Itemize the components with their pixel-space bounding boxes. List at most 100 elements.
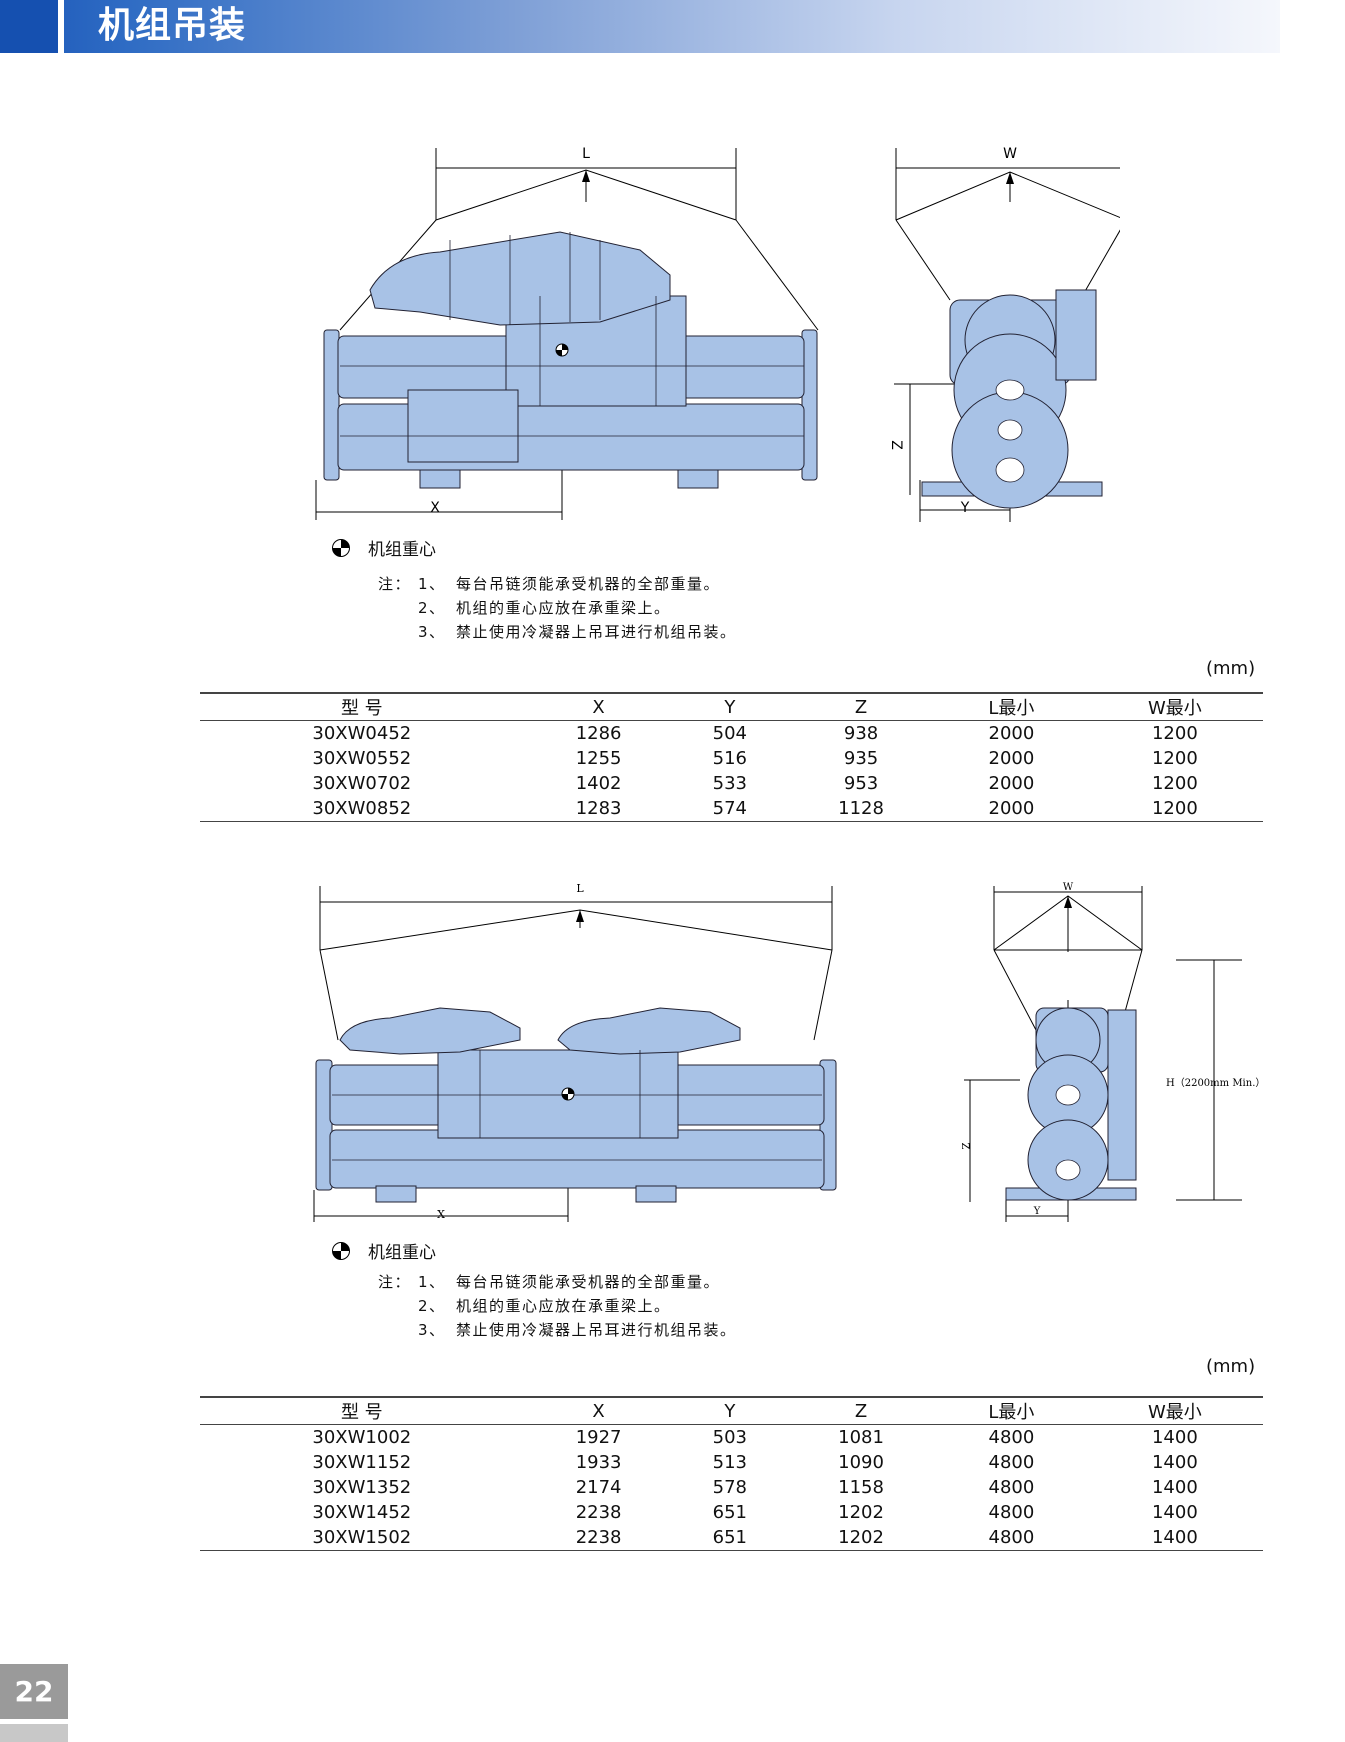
note-text: 每台吊链须能承受机器的全部重量。 bbox=[456, 575, 721, 593]
table-row: 30XW0452 1286 504 938 2000 1200 bbox=[200, 721, 1263, 747]
col-header-model: 型 号 bbox=[200, 692, 524, 721]
table-row: 30XW1352 2174 578 1158 4800 1400 bbox=[200, 1475, 1263, 1500]
dim-Z-label: Z bbox=[888, 440, 904, 450]
notes-label: 注： bbox=[378, 575, 412, 593]
cell-x: 1402 bbox=[575, 773, 622, 794]
dim-L-label: L bbox=[576, 882, 584, 895]
note-text: 禁止使用冷凝器上吊耳进行机组吊装。 bbox=[456, 623, 737, 641]
cell-w-min: 1400 bbox=[1151, 1427, 1198, 1448]
cell-z: 938 bbox=[843, 723, 879, 744]
cell-w-min: 1400 bbox=[1151, 1477, 1198, 1498]
note-number: 1、 bbox=[418, 575, 446, 593]
cell-z: 1090 bbox=[838, 1452, 884, 1473]
cell-model: 30XW1152 bbox=[312, 1452, 412, 1473]
cell-y: 651 bbox=[673, 1525, 787, 1551]
table-row: 30XW1502 2238 651 1202 4800 1400 bbox=[200, 1525, 1263, 1551]
page-number: 22 bbox=[0, 1664, 68, 1719]
cell-w-min: 1400 bbox=[1086, 1525, 1263, 1551]
cell-model: 30XW0552 bbox=[312, 748, 412, 769]
page-header: 机组吊装 bbox=[0, 0, 1280, 53]
cell-l-min: 2000 bbox=[988, 748, 1035, 769]
legend-label: 机组重心 bbox=[368, 1243, 436, 1263]
col-header-z: Z bbox=[786, 692, 937, 721]
note-item: 注： 1、 每台吊链须能承受机器的全部重量。 bbox=[378, 572, 737, 596]
page-number-tab bbox=[0, 1724, 68, 1742]
dim-Y-label: Y bbox=[1033, 1206, 1041, 1217]
dimension-table-1: 型 号 X Y Z L最小 W最小 30XW0452 1286 504 938 … bbox=[200, 692, 1263, 822]
cell-model: 30XW1352 bbox=[312, 1477, 412, 1498]
cell-x: 1283 bbox=[523, 796, 674, 822]
cell-model: 30XW0702 bbox=[312, 773, 412, 794]
cell-x: 1286 bbox=[575, 723, 622, 744]
notes-label: 注： bbox=[378, 1273, 412, 1291]
dim-W-label: W bbox=[1063, 882, 1074, 893]
col-header-x: X bbox=[523, 692, 674, 721]
cell-model: 30XW1452 bbox=[312, 1502, 412, 1523]
cell-z: 1202 bbox=[838, 1502, 884, 1523]
table-header-row: 型 号 X Y Z L最小 W最小 bbox=[200, 1396, 1263, 1425]
note-item: 3、 禁止使用冷凝器上吊耳进行机组吊装。 bbox=[378, 620, 737, 644]
dim-Z-label: Z bbox=[960, 1143, 970, 1150]
unit-side-view-2: W H（2200mm Min.） Z Y bbox=[960, 882, 1265, 1222]
table-row: 30XW0702 1402 533 953 2000 1200 bbox=[200, 771, 1263, 796]
note-item: 2、 机组的重心应放在承重梁上。 bbox=[378, 596, 737, 620]
table-row: 30XW1452 2238 651 1202 4800 1400 bbox=[200, 1500, 1263, 1525]
cell-model: 30XW1002 bbox=[312, 1427, 412, 1448]
cell-l-min: 2000 bbox=[988, 723, 1035, 744]
col-header-z: Z bbox=[786, 1396, 937, 1425]
table-row: 30XW0852 1283 574 1128 2000 1200 bbox=[200, 796, 1263, 822]
cell-y: 504 bbox=[712, 723, 748, 744]
notes-1: 注： 1、 每台吊链须能承受机器的全部重量。 2、 机组的重心应放在承重梁上。 … bbox=[378, 572, 737, 644]
legend-center-of-gravity-1: 机组重心 bbox=[332, 535, 436, 560]
cell-w-min: 1400 bbox=[1151, 1502, 1198, 1523]
dim-H-label: H（2200mm Min.） bbox=[1166, 1077, 1265, 1089]
cell-model: 30XW0852 bbox=[200, 796, 524, 822]
cell-x: 1255 bbox=[575, 748, 622, 769]
cell-x: 2238 bbox=[523, 1525, 674, 1551]
cell-y: 503 bbox=[712, 1427, 748, 1448]
cell-z: 953 bbox=[843, 773, 879, 794]
cell-x: 2174 bbox=[575, 1477, 622, 1498]
cell-y: 533 bbox=[712, 773, 748, 794]
cell-x: 1927 bbox=[575, 1427, 622, 1448]
unit-label-2: (mm) bbox=[1206, 1356, 1256, 1377]
col-header-y: Y bbox=[673, 692, 787, 721]
header-accent-block bbox=[0, 0, 58, 53]
note-text: 机组的重心应放在承重梁上。 bbox=[456, 599, 671, 617]
dim-L-label: L bbox=[582, 146, 590, 162]
unit-front-view-2: L X bbox=[313, 882, 837, 1222]
dim-X-label: X bbox=[437, 1208, 445, 1221]
cell-x: 1933 bbox=[575, 1452, 622, 1473]
cell-l-min: 4800 bbox=[988, 1502, 1035, 1523]
center-of-gravity-icon bbox=[332, 538, 350, 557]
cell-w-min: 1200 bbox=[1151, 748, 1198, 769]
header-divider bbox=[58, 0, 64, 53]
note-number: 2、 bbox=[418, 599, 446, 617]
legend-center-of-gravity-2: 机组重心 bbox=[332, 1238, 436, 1263]
note-item: 注： 1、 每台吊链须能承受机器的全部重量。 bbox=[378, 1270, 737, 1294]
page-title: 机组吊装 bbox=[98, 5, 247, 46]
dim-X-label: X bbox=[430, 500, 440, 516]
unit-front-view-1: L X bbox=[315, 146, 819, 520]
cell-z: 1158 bbox=[838, 1477, 884, 1498]
note-number: 3、 bbox=[418, 623, 446, 641]
col-header-l-min: L最小 bbox=[936, 692, 1087, 721]
note-number: 2、 bbox=[418, 1297, 446, 1315]
cell-w-min: 1200 bbox=[1086, 796, 1263, 822]
note-text: 禁止使用冷凝器上吊耳进行机组吊装。 bbox=[456, 1321, 737, 1339]
cell-z: 1202 bbox=[786, 1525, 937, 1551]
cell-l-min: 2000 bbox=[936, 796, 1087, 822]
col-header-l-min: L最小 bbox=[936, 1396, 1087, 1425]
cell-l-min: 2000 bbox=[988, 773, 1035, 794]
note-number: 3、 bbox=[418, 1321, 446, 1339]
cell-w-min: 1400 bbox=[1151, 1452, 1198, 1473]
cell-z: 935 bbox=[843, 748, 879, 769]
table-row: 30XW1152 1933 513 1090 4800 1400 bbox=[200, 1450, 1263, 1475]
unit-label-1: (mm) bbox=[1206, 658, 1256, 679]
dimension-table-2: 型 号 X Y Z L最小 W最小 30XW1002 1927 503 1081… bbox=[200, 1396, 1263, 1551]
unit-side-view-1: W Z Y bbox=[888, 146, 1120, 522]
note-text: 机组的重心应放在承重梁上。 bbox=[456, 1297, 671, 1315]
cell-l-min: 4800 bbox=[988, 1427, 1035, 1448]
col-header-w-min: W最小 bbox=[1086, 692, 1263, 721]
note-text: 每台吊链须能承受机器的全部重量。 bbox=[456, 1273, 721, 1291]
